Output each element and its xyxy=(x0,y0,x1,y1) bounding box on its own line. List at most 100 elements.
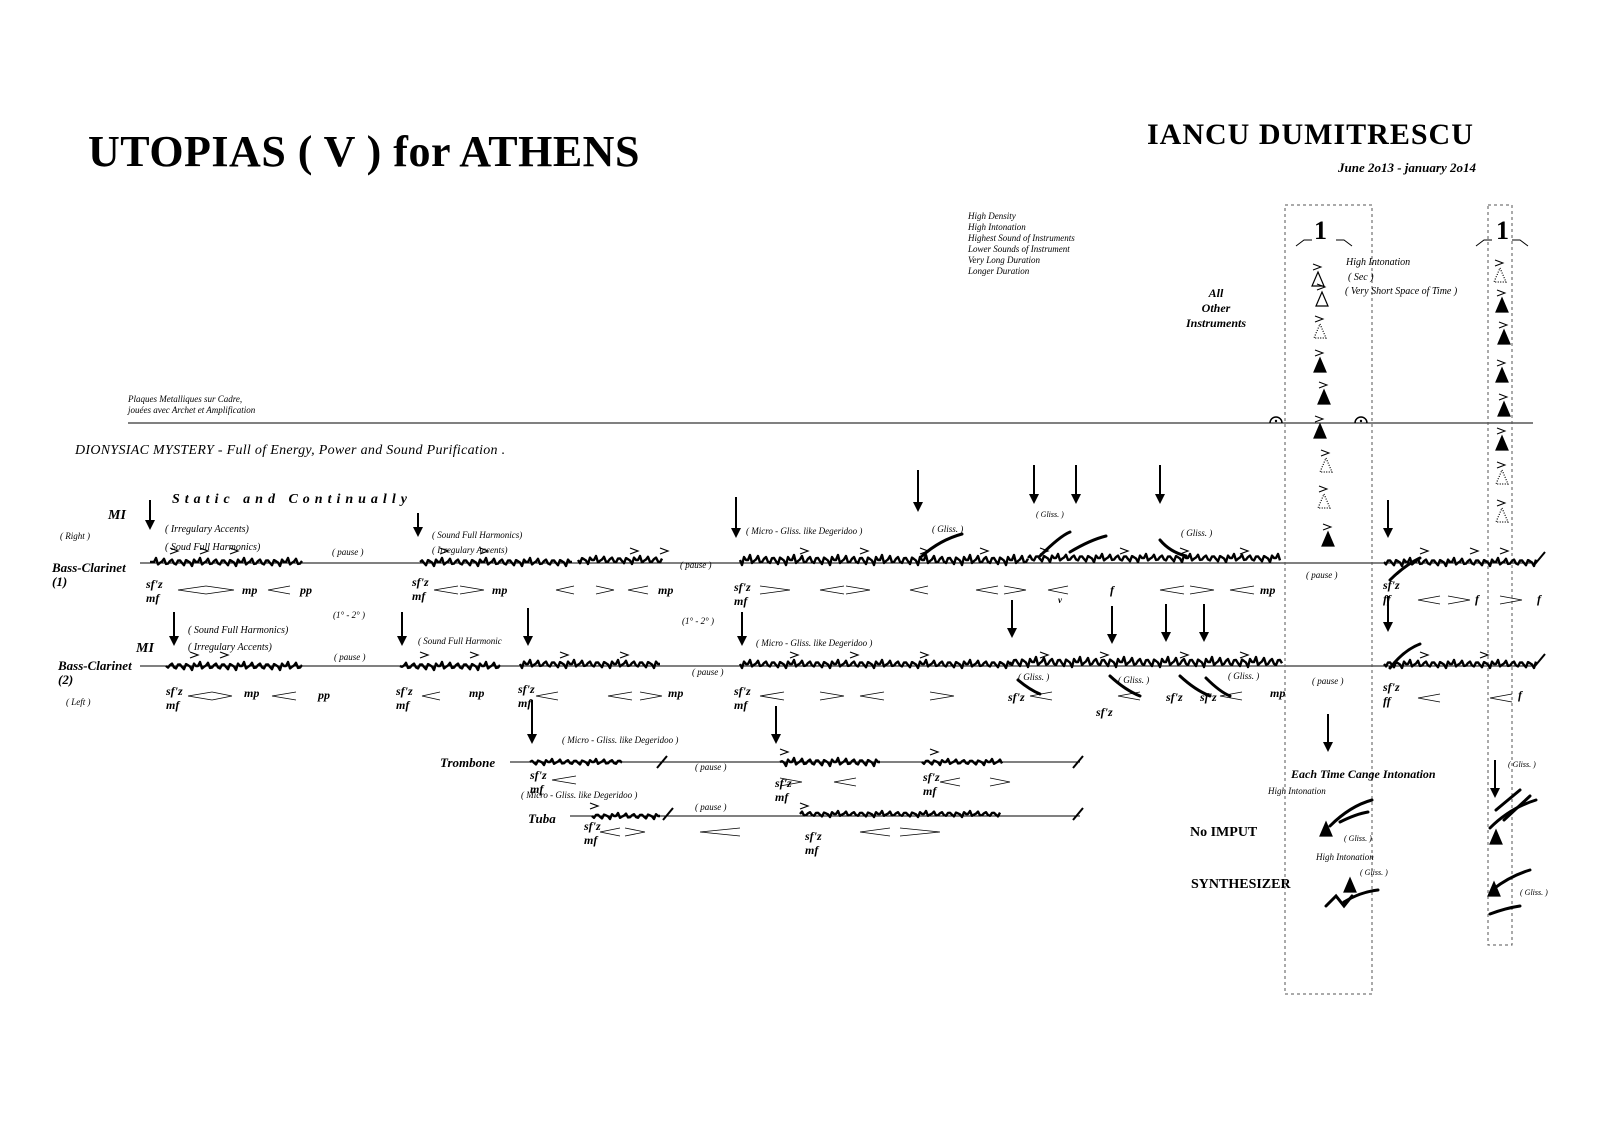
legend-line: High Intonation xyxy=(968,222,1026,232)
annotation: ( Irregulary Accents) xyxy=(165,524,249,535)
each-time-label: Each Time Cange Intonation xyxy=(1291,767,1436,781)
accent-mark xyxy=(1316,283,1327,291)
accent-mark xyxy=(1498,321,1509,329)
hairpin xyxy=(459,585,485,595)
dynamic: mf xyxy=(396,698,410,712)
hairpin xyxy=(1219,691,1243,701)
down-arrow-head xyxy=(169,636,179,646)
composer-name: IANCU DUMITRESCU xyxy=(1147,118,1474,151)
section-bracket xyxy=(1475,239,1529,247)
triangle-symbol xyxy=(1497,328,1511,345)
gliss-stroke xyxy=(1388,642,1422,670)
dynamic: mp xyxy=(469,686,485,700)
accent-mark xyxy=(789,651,800,659)
accent-mark xyxy=(1496,359,1507,367)
annotation: ( Gliss. ) xyxy=(1181,528,1213,538)
section-number: 1 xyxy=(1496,216,1509,245)
sound-mass xyxy=(419,556,572,568)
high-intonation-label: High Intonation xyxy=(1316,852,1374,862)
hairpin xyxy=(759,691,785,701)
accent-mark xyxy=(169,547,180,555)
dynamic: sf'z xyxy=(530,768,547,782)
annotation: ( Micro - Gliss. like Degeridoo ) xyxy=(746,526,863,536)
other-instruments-label: All Other Instruments xyxy=(1186,286,1247,330)
dynamic: mp xyxy=(1270,686,1286,700)
gliss-stroke xyxy=(1328,798,1374,828)
annotation: (1° - 2° ) xyxy=(682,616,714,626)
legend-line: Lower Sounds of Instrument xyxy=(968,244,1070,254)
gliss-stroke xyxy=(1204,676,1232,698)
triangle-symbol xyxy=(1495,506,1509,523)
accent-mark xyxy=(849,651,860,659)
gliss-stroke xyxy=(1158,538,1188,558)
section-box xyxy=(1487,204,1513,946)
accent-mark xyxy=(189,651,200,659)
triangle-symbol xyxy=(1317,492,1331,509)
accent-mark xyxy=(589,802,600,810)
hairpin xyxy=(1047,585,1069,595)
triangle-symbol xyxy=(1319,456,1333,473)
gliss-stroke xyxy=(1488,904,1522,916)
annotation: ( Gliss. ) xyxy=(1036,510,1064,519)
accent-mark xyxy=(219,651,230,659)
hairpin xyxy=(819,585,845,595)
down-arrow-head xyxy=(1383,528,1393,538)
fermata-dot xyxy=(1274,419,1278,423)
accent-mark xyxy=(779,748,790,756)
annotation: ( Gliss. ) xyxy=(1228,671,1260,681)
hairpin xyxy=(939,777,961,787)
gliss-label: ( Gliss. ) xyxy=(1520,888,1548,897)
annotation: ( Sound Full Harmonic xyxy=(418,636,502,646)
accent-mark xyxy=(1239,547,1250,555)
triangle-symbol xyxy=(1315,290,1329,307)
sound-mass xyxy=(779,756,880,768)
dynamic: mf xyxy=(734,594,748,608)
bc1-mi-label: MI xyxy=(108,508,126,523)
triangle-symbol xyxy=(1313,322,1327,339)
dynamic: f xyxy=(1475,592,1479,606)
dynamic: pp xyxy=(300,583,312,597)
accent-mark xyxy=(1496,461,1507,469)
dynamic: sf'z xyxy=(1200,690,1217,704)
bc2-mi-label: MI xyxy=(136,641,154,656)
hairpin xyxy=(699,827,741,837)
sound-mass xyxy=(399,660,501,672)
down-arrow-head xyxy=(771,734,781,744)
gliss-stroke xyxy=(1338,810,1370,824)
accent-mark xyxy=(1314,415,1325,423)
accent-mark xyxy=(1314,315,1325,323)
sound-mass xyxy=(591,811,660,821)
down-arrow-head xyxy=(413,527,423,537)
fermata-mark xyxy=(1269,416,1283,424)
annotation: ( pause ) xyxy=(680,560,712,570)
gliss-label: ( Gliss. ) xyxy=(1508,760,1536,769)
hairpin xyxy=(989,777,1011,787)
triangle-symbol xyxy=(1313,356,1327,373)
gliss-stroke xyxy=(1178,674,1212,698)
sound-mass xyxy=(150,556,303,568)
triangle-symbol xyxy=(1493,266,1507,283)
repeat-mark xyxy=(1534,551,1546,565)
dynamic: sf'z xyxy=(1008,690,1025,704)
dynamic: mf xyxy=(166,698,180,712)
down-arrow-head xyxy=(1029,494,1039,504)
high-intonation-label: High Intonation xyxy=(1346,257,1411,268)
accent-mark xyxy=(1320,449,1331,457)
down-arrow-head xyxy=(1323,742,1333,752)
repeat-mark xyxy=(1072,755,1084,769)
hairpin xyxy=(267,585,291,595)
accent-mark xyxy=(629,547,640,555)
dionysiac-heading: DIONYSIAC MYSTERY - Full of Energy, Powe… xyxy=(75,443,506,458)
bc2-side-label: ( Left ) xyxy=(66,697,91,707)
dynamic: f xyxy=(1110,583,1114,597)
down-arrow-head xyxy=(145,520,155,530)
dynamic: sf'z xyxy=(734,580,751,594)
hairpin xyxy=(211,691,233,701)
sound-mass xyxy=(1383,556,1538,568)
down-arrow-head xyxy=(523,636,533,646)
annotation: ( Gliss. ) xyxy=(1018,672,1050,682)
hairpin xyxy=(187,691,213,701)
dynamic: mf xyxy=(805,843,819,857)
repeat-mark xyxy=(662,807,674,821)
dynamic: sf'z xyxy=(146,577,163,591)
